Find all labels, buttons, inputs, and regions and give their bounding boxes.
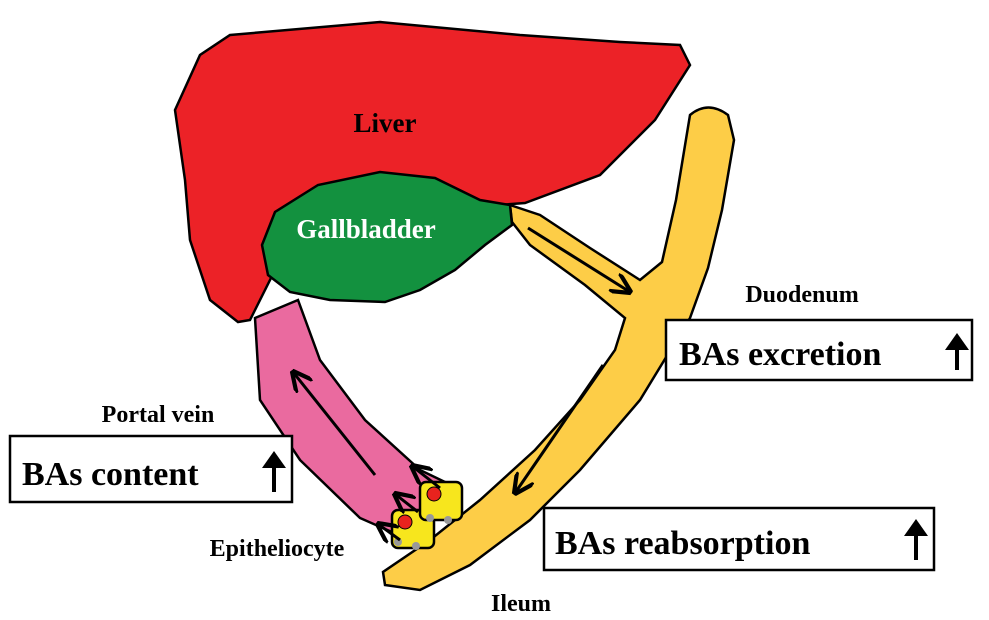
bas-excretion-box: BAs excretion — [666, 320, 972, 380]
liver-label: Liver — [354, 108, 417, 138]
ileum-label: Ileum — [491, 591, 551, 617]
portal-vein-shape — [255, 300, 445, 540]
gallbladder-label: Gallbladder — [296, 214, 436, 244]
duodenum-label: Duodenum — [745, 282, 858, 308]
gallbladder-to-duodenum-arrow — [528, 228, 630, 292]
bas-content-box: BAs content — [10, 436, 292, 502]
bas-reabsorption-box: BAs reabsorption — [544, 508, 934, 570]
bas-excretion-text: BAs excretion — [679, 336, 881, 373]
portal-vein-label: Portal vein — [102, 402, 215, 428]
epitheliocyte-label: Epitheliocyte — [210, 536, 345, 562]
bas-content-text: BAs content — [22, 456, 199, 493]
bas-reabsorption-text: BAs reabsorption — [555, 525, 810, 562]
